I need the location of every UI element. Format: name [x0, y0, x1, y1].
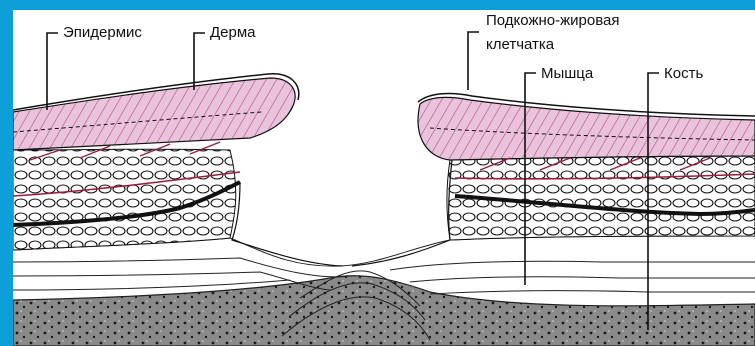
left-dermis [13, 78, 295, 160]
label-subcutaneous-line2: клетчатка [486, 36, 554, 53]
right-subcutaneous-layer [447, 156, 755, 240]
label-muscle: Мышца [541, 65, 593, 82]
label-epidermis: Эпидермис [63, 24, 142, 41]
wound-left-wall [232, 182, 342, 266]
bone-layer [13, 276, 755, 346]
wound-right-wall [352, 160, 452, 266]
label-dermis: Дерма [210, 24, 256, 41]
label-subcutaneous-line1: Подкожно-жировая [486, 12, 619, 29]
left-subcutaneous-layer [13, 149, 240, 250]
label-bone: Кость [664, 65, 703, 82]
